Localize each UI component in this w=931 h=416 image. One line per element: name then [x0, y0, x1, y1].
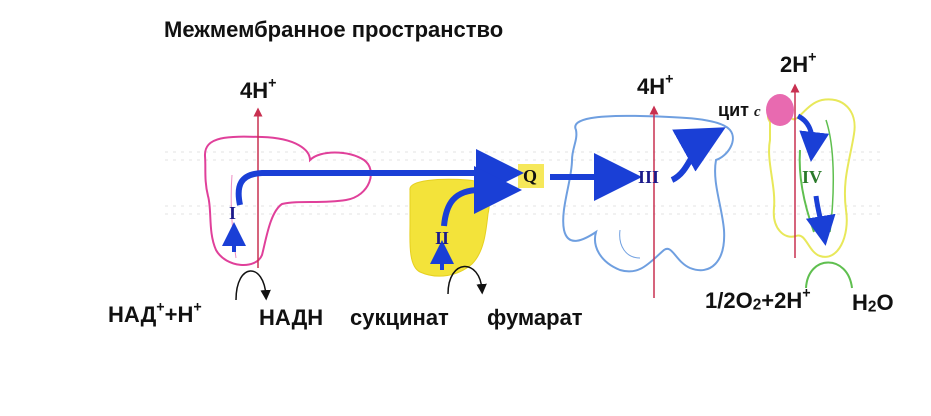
nad-label: НАД++H+ — [108, 300, 202, 327]
complex-3-label: III — [638, 167, 660, 187]
oxygen-label-part-2: +2H — [761, 288, 803, 313]
complex-1-shape — [203, 135, 372, 267]
succinate-label: сукцинат — [350, 305, 449, 330]
cyt-c-letter: c — [753, 104, 761, 120]
proton-label-complex-1-charge: + — [268, 75, 277, 92]
arrow-complex-4-to-oxygen — [805, 195, 836, 246]
nadh-label: НАДН — [259, 305, 324, 330]
nad-label-base: НАД — [108, 302, 157, 327]
complex-2-shape — [409, 178, 490, 277]
water-label: H2O — [852, 290, 894, 316]
diagram-title: Межмембранное пространство — [164, 17, 504, 42]
oxygen-label-charge: + — [802, 285, 811, 302]
oxygen-label-part-1: 1/2O — [705, 288, 753, 313]
arrow-complex-2-to-q — [441, 166, 522, 227]
cyt-c-label: цит c — [718, 101, 761, 120]
oxygen-label: 1/2O2+2H+ — [705, 286, 811, 314]
reaction-arc-oxygen — [805, 261, 853, 289]
water-label-o: O — [876, 290, 894, 315]
nad-label-charge: + — [156, 299, 165, 316]
complex-1-label: I — [229, 203, 237, 223]
fumarate-label: фумарат — [487, 305, 583, 330]
water-label-h: H — [852, 290, 868, 315]
proton-label-complex-4-charge: + — [808, 49, 817, 66]
complex-3-shape — [562, 114, 734, 273]
nad-label-h-charge: + — [193, 299, 202, 316]
cyt-c-label-text: цит — [718, 100, 749, 120]
proton-label-complex-3: 4H+ — [637, 72, 673, 99]
proton-label-complex-4-base: 2H — [780, 52, 809, 77]
proton-label-complex-1: 4H+ — [240, 76, 276, 103]
proton-label-complex-3-charge: + — [665, 71, 674, 88]
reaction-arc-nad — [235, 270, 271, 301]
proton-label-complex-4: 2H+ — [780, 50, 816, 77]
q-label: Q — [523, 166, 538, 186]
arrow-complex-1-to-q — [235, 149, 524, 206]
oxygen-label-subscript: 2 — [752, 296, 762, 314]
cyt-c-shape — [766, 94, 794, 126]
nad-label-plus-h: +H — [164, 302, 194, 327]
complex-4-label: IV — [802, 167, 823, 187]
arrow-cyt-c-to-complex-4 — [796, 113, 830, 162]
proton-label-complex-1-base: 4H — [240, 78, 269, 103]
proton-label-complex-3-base: 4H — [637, 74, 666, 99]
complex-2-label: II — [435, 228, 450, 248]
water-label-subscript: 2 — [867, 298, 877, 316]
arrow-complex-3-to-cyt-c — [670, 127, 726, 183]
reaction-arc-succinate — [447, 265, 487, 295]
